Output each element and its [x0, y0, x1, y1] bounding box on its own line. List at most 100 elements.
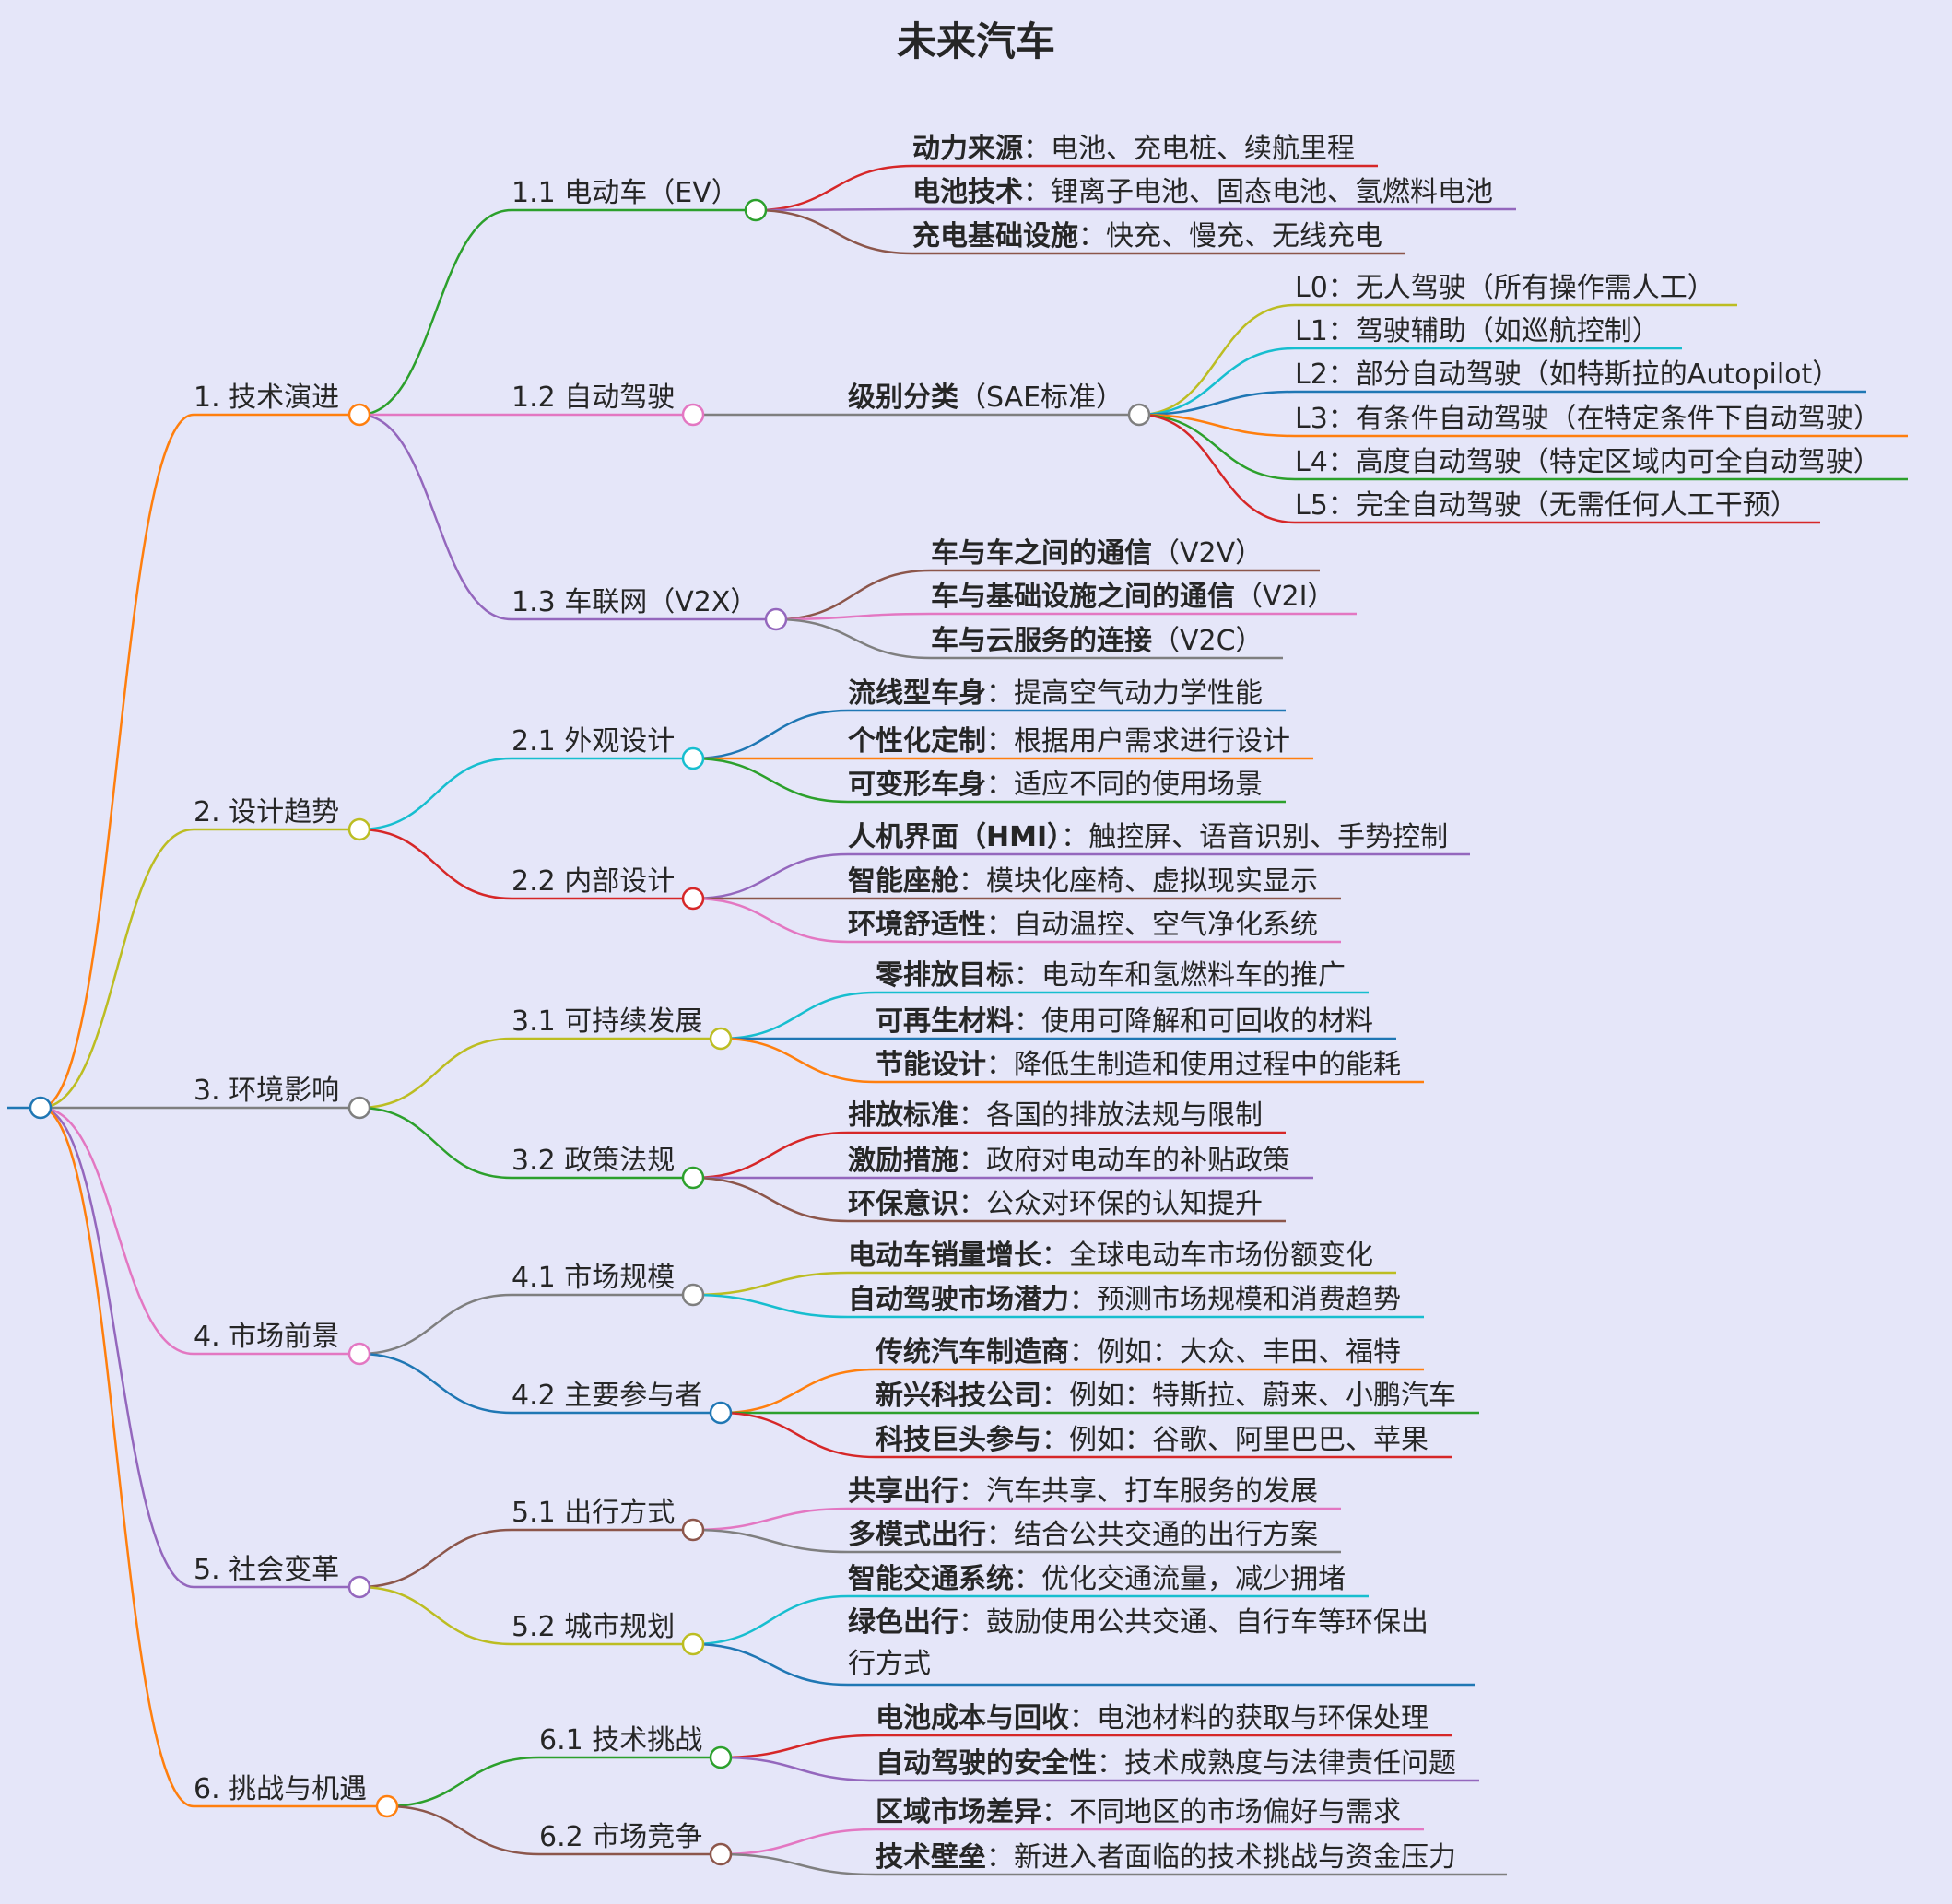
topic-3-2-node[interactable]	[681, 1166, 705, 1190]
topic-2-1-label: 2.1 外观设计	[512, 725, 675, 758]
topic-1-2-label: 1.2 自动驾驶	[512, 382, 675, 414]
topic-3-2-item-2-label-text: ：政府对电动车的补贴政策	[958, 1145, 1290, 1177]
topic-1-2-node[interactable]	[681, 403, 705, 427]
branch-4-label: 4. 市场前景	[194, 1321, 339, 1353]
topic-2-1-item-2-label: 个性化定制：根据用户需求进行设计	[848, 725, 1290, 758]
topic-2-1-node[interactable]	[681, 746, 705, 770]
topic-3-2-item-1-label: 排放标准：各国的排放法规与限制	[848, 1099, 1263, 1132]
topic-1-1-node[interactable]	[744, 198, 768, 222]
branch-2-node[interactable]	[347, 817, 371, 841]
topic-3-1-item-2-label: 可再生材料：使用可降解和可回收的材料	[876, 1005, 1373, 1038]
topic-3-2-item-2-label: 激励措施：政府对电动车的补贴政策	[848, 1145, 1290, 1177]
topic-6-1-node[interactable]	[709, 1745, 733, 1769]
topic-1-3-link	[359, 413, 512, 621]
topic-1-3-label: 1.3 车联网（V2X）	[512, 586, 758, 618]
topic-4-1-node[interactable]	[681, 1283, 705, 1307]
topic-3-2-label: 3.2 政策法规	[512, 1145, 675, 1177]
topic-3-1-item-3-label-bold: 节能设计	[876, 1049, 986, 1081]
topic-3-1-item-3-label-text: ：降低生制造和使用过程中的能耗	[986, 1049, 1401, 1081]
topic-5-2-node[interactable]	[681, 1632, 705, 1656]
topic-1-1-item-2-label-bold: 电池技术	[912, 176, 1023, 208]
branch-2-label: 2. 设计趋势	[194, 796, 339, 829]
topic-1-2-item-1-level-5-label-text: L5：完全自动驾驶（无需任何人工干预）	[1295, 489, 1798, 522]
topic-5-2-item-1-link	[692, 1594, 849, 1646]
branch-6-label: 6. 挑战与机遇	[194, 1773, 367, 1805]
topic-5-1-item-1-link	[692, 1507, 849, 1532]
topic-6-1-item-2-label-text: ：技术成熟度与法律责任问题	[1097, 1747, 1456, 1780]
root-node[interactable]	[29, 1096, 53, 1120]
topic-5-1-item-2-label-text: ：结合公共交通的出行方案	[986, 1519, 1318, 1551]
topic-1-1-item-2-link	[755, 207, 913, 212]
topic-2-1-item-3-label: 可变形车身：适应不同的使用场景	[848, 769, 1263, 801]
topic-5-1-item-1-label-bold: 共享出行	[848, 1475, 958, 1508]
topic-1-3-item-2-label-text: （V2I）	[1235, 581, 1335, 613]
topic-6-1-item-1-label: 电池成本与回收：电池材料的获取与环保处理	[876, 1702, 1429, 1734]
branch-4-node[interactable]	[347, 1342, 371, 1366]
topic-4-1-item-2-label: 自动驾驶市场潜力：预测市场规模和消费趋势	[848, 1284, 1401, 1316]
topic-5-2-item-2-label: 绿色出行：鼓励使用公共交通、自行车等环保出	[848, 1606, 1429, 1639]
topic-6-1-item-2-label: 自动驾驶的安全性：技术成熟度与法律责任问题	[876, 1747, 1456, 1780]
topic-1-1-item-1-link	[755, 164, 913, 212]
topic-1-3-item-3-label-text: （V2C）	[1152, 625, 1264, 657]
topic-1-3-node[interactable]	[764, 607, 788, 631]
topic-1-2-item-1-level-4-label: L4：高度自动驾驶（特定区域内可全自动驾驶）	[1295, 446, 1881, 478]
topic-2-2-item-2-label-text: ：模块化座椅、虚拟现实显示	[958, 865, 1318, 898]
page-title: 未来汽车	[897, 19, 1055, 65]
topic-1-2-item-1-level-1-link	[1138, 347, 1296, 417]
topic-3-1-node[interactable]	[709, 1027, 733, 1051]
topic-5-1-item-2-label-bold: 多模式出行	[848, 1519, 986, 1551]
topic-2-2-node[interactable]	[681, 887, 705, 911]
topic-4-2-item-3-label-bold: 科技巨头参与	[876, 1424, 1041, 1456]
topic-1-1-link	[359, 208, 512, 417]
topic-1-2-item-1-level-2-link	[1138, 390, 1296, 417]
topic-5-1-node[interactable]	[681, 1518, 705, 1542]
topic-1-2-item-1-level-2-label: L2：部分自动驾驶（如特斯拉的Autopilot）	[1295, 358, 1840, 391]
topic-2-2-item-3-label-bold: 环境舒适性	[848, 909, 986, 941]
topic-2-2-label: 2.2 内部设计	[512, 865, 675, 898]
topic-4-2-item-3-link	[720, 1411, 876, 1459]
topic-1-3-item-2-label: 车与基础设施之间的通信（V2I）	[931, 581, 1335, 613]
topic-4-1-item-1-label-bold: 电动车销量增长	[848, 1240, 1041, 1272]
topic-4-2-item-2-label: 新兴科技公司：例如：特斯拉、蔚来、小鹏汽车	[876, 1380, 1456, 1412]
topic-5-2-label: 5.2 城市规划	[512, 1611, 675, 1643]
branch-5-label: 5. 社会变革	[194, 1554, 339, 1586]
topic-4-1-item-1-label: 电动车销量增长：全球电动车市场份额变化	[848, 1240, 1373, 1272]
topic-6-1-item-2-label-bold: 自动驾驶的安全性	[876, 1747, 1097, 1780]
topic-1-1-item-3-label-text: ：快充、慢充、无线充电	[1078, 220, 1382, 253]
topic-6-2-item-2-label: 技术壁垒：新进入者面临的技术挑战与资金压力	[876, 1841, 1456, 1874]
topic-1-1-item-3-label: 充电基础设施：快充、慢充、无线充电	[912, 220, 1382, 253]
topic-5-2-item-2-label-line2: 行方式	[848, 1648, 931, 1680]
topic-6-2-label: 6.2 市场竞争	[539, 1821, 702, 1853]
topic-3-1-item-2-label-bold: 可再生材料	[876, 1005, 1014, 1038]
topic-3-2-item-2-label-bold: 激励措施	[848, 1145, 958, 1177]
branch-1-label: 1. 技术演进	[194, 382, 339, 414]
topic-4-2-item-3-label: 科技巨头参与：例如：谷歌、阿里巴巴、苹果	[876, 1424, 1429, 1456]
topic-5-1-item-2-label: 多模式出行：结合公共交通的出行方案	[848, 1519, 1318, 1551]
topic-1-2-item-1-label: 级别分类（SAE标准）	[848, 382, 1123, 414]
topic-3-2-item-3-label-bold: 环保意识	[848, 1188, 958, 1220]
branch-5-node[interactable]	[347, 1575, 371, 1599]
topic-1-2-item-1-label-bold: 级别分类	[848, 382, 958, 414]
branch-3-node[interactable]	[347, 1096, 371, 1120]
topic-1-2-item-1-node[interactable]	[1127, 403, 1151, 427]
branch-1-node[interactable]	[347, 403, 371, 427]
topic-2-1-item-1-label-bold: 流线型车身	[848, 677, 986, 710]
topic-4-2-node[interactable]	[709, 1401, 733, 1425]
topic-4-1-item-2-label-bold: 自动驾驶市场潜力	[848, 1284, 1069, 1316]
topic-3-2-item-3-label-text: ：公众对环保的认知提升	[958, 1188, 1263, 1220]
topic-3-2-item-3-label: 环保意识：公众对环保的认知提升	[848, 1188, 1263, 1220]
topic-1-2-item-1-level-1-label: L1：驾驶辅助（如巡航控制）	[1295, 315, 1660, 347]
topic-1-2-item-1-level-0-link	[1138, 303, 1296, 417]
topic-6-2-item-1-link	[720, 1828, 876, 1856]
topic-6-2-node[interactable]	[709, 1842, 733, 1866]
topic-1-2-item-1-level-5-label: L5：完全自动驾驶（无需任何人工干预）	[1295, 489, 1798, 522]
topic-5-1-item-1-label-text: ：汽车共享、打车服务的发展	[958, 1475, 1318, 1508]
topic-1-2-item-1-level-3-label: L3：有条件自动驾驶（在特定条件下自动驾驶）	[1295, 403, 1881, 435]
branch-6-node[interactable]	[375, 1794, 399, 1818]
topic-3-1-link	[359, 1037, 512, 1110]
topic-3-1-item-3-link	[720, 1037, 876, 1084]
topic-2-1-item-1-link	[692, 709, 849, 760]
topic-5-2-item-2-link	[692, 1642, 849, 1687]
topic-6-2-item-1-label-text: ：不同地区的市场偏好与需求	[1041, 1796, 1401, 1828]
topic-5-2-item-2-label-text: ：鼓励使用公共交通、自行车等环保出	[958, 1606, 1429, 1639]
